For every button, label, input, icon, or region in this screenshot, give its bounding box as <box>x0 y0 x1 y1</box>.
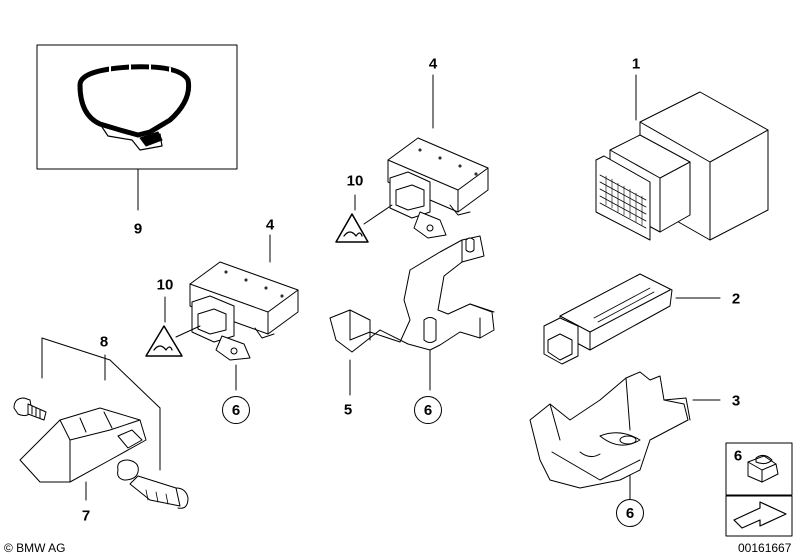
part-4-module-lower <box>189 234 299 391</box>
diagram-code: 00161667 <box>738 541 792 555</box>
callout-1: 1 <box>631 55 641 73</box>
part-7-tire-pressure-sensor <box>19 407 147 501</box>
part-5-bracket <box>329 235 495 396</box>
callout-4-lower: 4 <box>265 216 275 234</box>
part-6-nut-box <box>725 442 793 537</box>
part-9-tire-sensor-ring <box>36 44 238 211</box>
callout-6-holder: 6 <box>616 499 644 527</box>
callout-6-nut: 6 <box>733 447 743 465</box>
callout-10-upper: 10 <box>346 172 364 190</box>
callout-2: 2 <box>731 290 741 308</box>
callout-6-bracket: 6 <box>414 396 442 424</box>
part-1-control-unit <box>595 74 769 241</box>
callout-8: 8 <box>99 333 109 351</box>
part-3-holder <box>529 371 721 501</box>
part-8-bolt <box>13 397 47 421</box>
part-4-module-upper <box>387 74 489 239</box>
callout-6-module: 6 <box>222 396 250 424</box>
part-10-warning-label-upper <box>335 194 393 243</box>
callout-3: 3 <box>731 392 741 410</box>
callout-9: 9 <box>133 220 143 238</box>
part-2-antenna <box>543 273 721 365</box>
copyright-text: © BMW AG <box>4 541 66 555</box>
part-8-tpms-valve-set <box>41 337 161 471</box>
callout-10-lower: 10 <box>156 276 174 294</box>
part-7-valve-stem <box>117 459 189 509</box>
callout-4-upper: 4 <box>428 55 438 73</box>
callout-7: 7 <box>81 507 91 525</box>
part-10-warning-label-lower <box>145 296 201 357</box>
callout-5: 5 <box>343 401 353 419</box>
